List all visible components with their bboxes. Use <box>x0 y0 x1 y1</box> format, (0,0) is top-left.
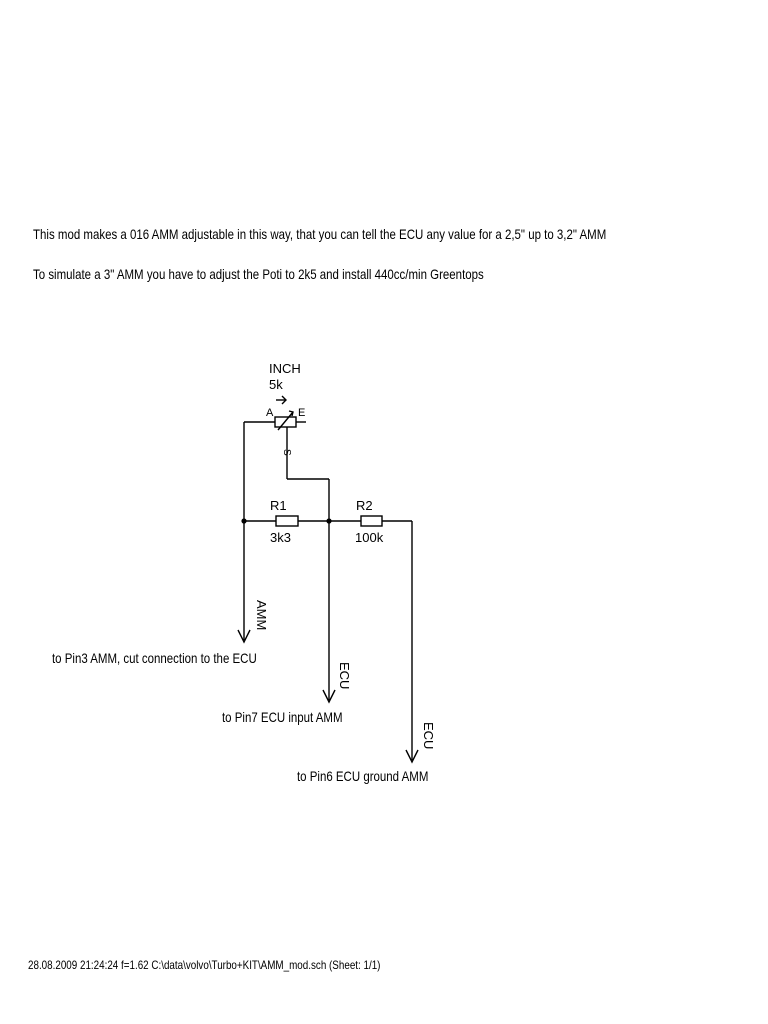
amm-port-symbol: AMM <box>254 600 269 630</box>
description-line-2: To simulate a 3" AMM you have to adjust … <box>33 266 484 282</box>
ecu-ground-port-symbol: ECU <box>421 722 436 749</box>
ecu-ground-port-note: to Pin6 ECU ground AMM <box>297 768 428 784</box>
footer-file-info: 28.08.2009 21:24:24 f=1.62 C:\data\volvo… <box>28 958 381 972</box>
port-ecu-input: ECU to Pin7 ECU input AMM <box>222 662 352 725</box>
pot-adjust-arrowhead <box>288 410 294 417</box>
amm-port-note: to Pin3 AMM, cut connection to the ECU <box>52 650 257 666</box>
junction-dot-left <box>241 518 247 524</box>
resistor-r2: R2 100k <box>355 498 384 545</box>
pot-pin-a-label: A <box>266 407 274 419</box>
ecu-input-port-note: to Pin7 ECU input AMM <box>222 709 343 725</box>
r1-body <box>275 515 299 527</box>
r1-name-label: R1 <box>270 498 287 513</box>
r2-body <box>360 515 383 527</box>
pot-pin-e-label: E <box>298 407 305 419</box>
amm-arrow-icon <box>237 629 251 644</box>
pot-arrow-head <box>281 395 287 405</box>
description-line-1: This mod makes a 016 AMM adjustable in t… <box>33 226 607 242</box>
wires <box>241 421 413 760</box>
potentiometer-inch: INCH 5k A E S <box>266 361 306 456</box>
r2-name-label: R2 <box>356 498 373 513</box>
r2-value-label: 100k <box>355 530 384 545</box>
ecu-input-arrow-icon <box>322 689 336 704</box>
ecu-ground-arrow-icon <box>405 749 419 764</box>
port-ecu-ground: ECU to Pin6 ECU ground AMM <box>297 722 436 784</box>
r1-value-label: 3k3 <box>270 530 291 545</box>
pot-name-label: INCH <box>269 361 301 376</box>
port-amm: AMM to Pin3 AMM, cut connection to the E… <box>52 600 269 666</box>
resistor-r1: R1 3k3 <box>270 498 299 545</box>
ecu-input-port-symbol: ECU <box>337 662 352 689</box>
pot-adjust-slash <box>277 411 294 431</box>
pot-value-label: 5k <box>269 377 283 392</box>
junction-dot-middle <box>326 518 332 524</box>
